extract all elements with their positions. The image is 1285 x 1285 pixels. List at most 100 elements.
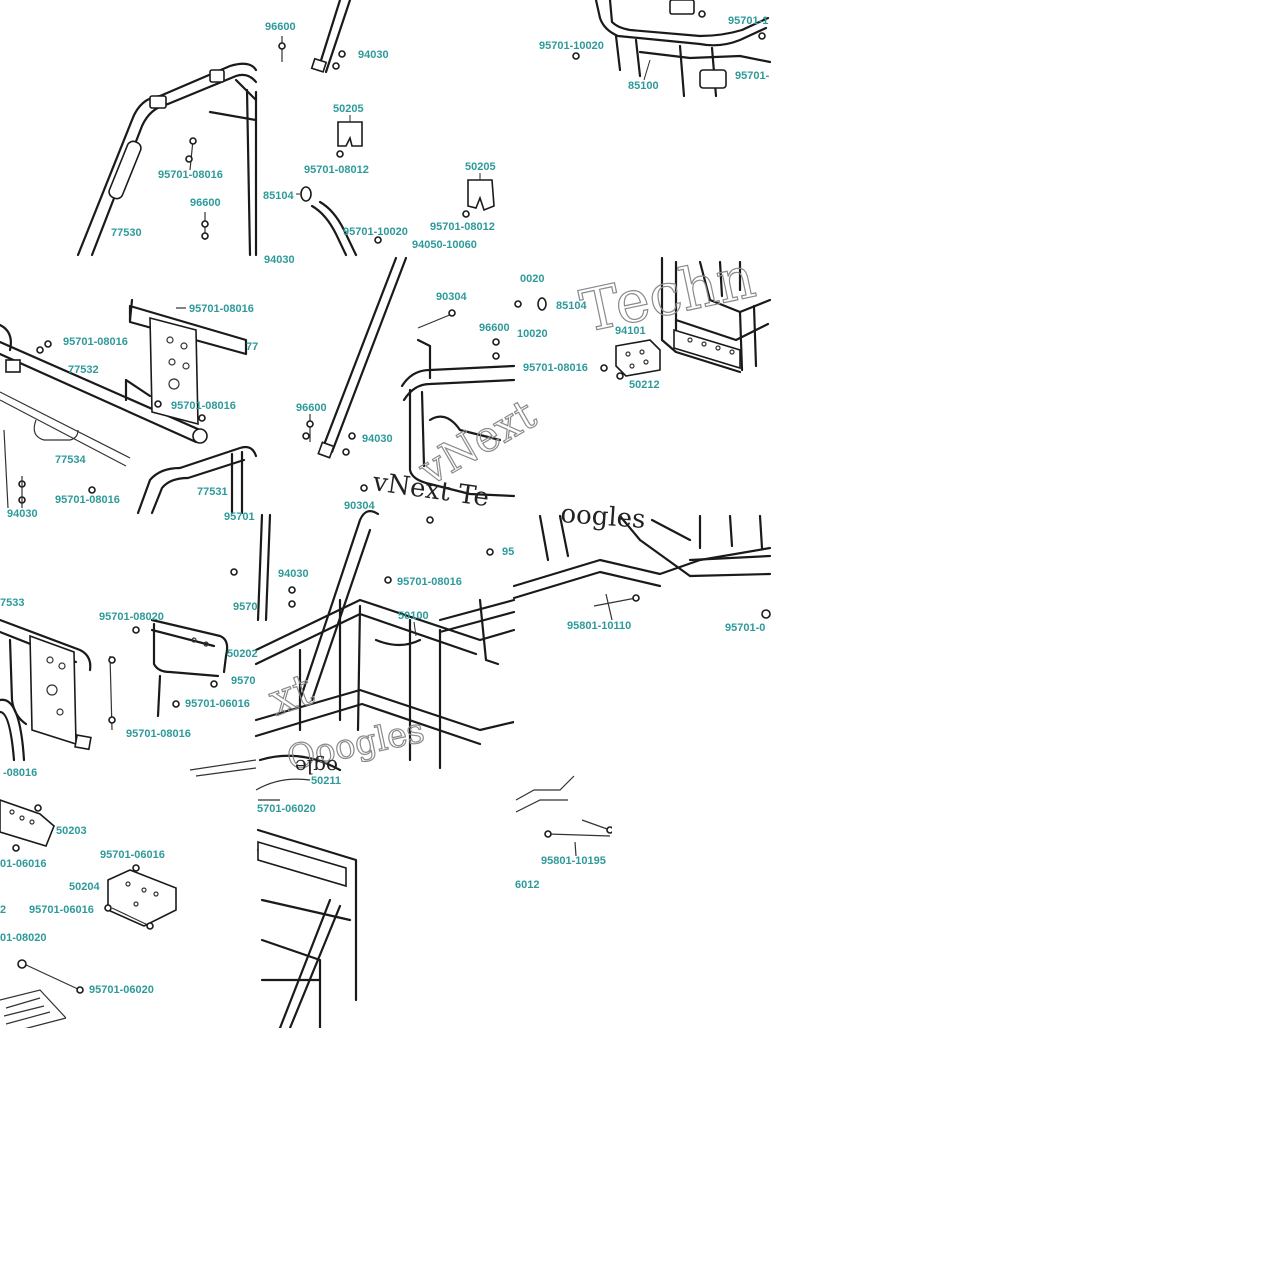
rear-grab-handle-77534 bbox=[0, 391, 131, 467]
side-step-77533 bbox=[0, 618, 92, 762]
part-number-label: 5701-06020 bbox=[257, 803, 316, 815]
part-number-label: 95701-08012 bbox=[304, 164, 369, 176]
side-frame-77531 bbox=[136, 445, 258, 515]
part-number-label: 77532 bbox=[68, 364, 99, 376]
part-number-label: 7533 bbox=[0, 597, 24, 609]
part-number-label: 77534 bbox=[55, 454, 86, 466]
part-number-label: 94030 bbox=[7, 508, 38, 520]
part-number-label: 9570 bbox=[231, 675, 255, 687]
blank-region-tile bbox=[514, 896, 612, 1028]
part-number-label: 95701-10020 bbox=[343, 226, 408, 238]
part-number-label: 96600 bbox=[190, 197, 221, 209]
part-number-label: 96600 bbox=[296, 402, 327, 414]
frame-rear-lower bbox=[255, 778, 358, 1030]
part-number-label: 96600 bbox=[479, 322, 510, 334]
plate-50204 bbox=[104, 864, 177, 930]
part-number-label: 95701-0 bbox=[725, 622, 765, 634]
part-number-label: 95701-08016 bbox=[55, 494, 120, 506]
part-number-label: 94030 bbox=[278, 568, 309, 580]
part-number-label: 94030 bbox=[264, 254, 295, 266]
part-number-label: 85104 bbox=[556, 300, 587, 312]
part-number-label: 50205 bbox=[333, 103, 364, 115]
blank-region-tile bbox=[66, 1004, 256, 1028]
rear-support-tube-long bbox=[302, 256, 456, 492]
main-frame-rear-section bbox=[400, 338, 516, 498]
part-number-label: 96600 bbox=[265, 21, 296, 33]
part-number-label: 95701-08020 bbox=[99, 611, 164, 623]
skid-block-50212 bbox=[514, 297, 661, 380]
part-number-label: 95701-06016 bbox=[29, 904, 94, 916]
bolt-set-row1 bbox=[185, 137, 209, 240]
part-number-label: 95701-08016 bbox=[63, 336, 128, 348]
part-number-label: 50205 bbox=[465, 161, 496, 173]
part-number-labels: 96600 94030 95701-1 95701-10020 85100 95701- 5… bbox=[0, 15, 770, 996]
part-number-label: 95701 bbox=[224, 511, 255, 523]
part-number-label: 95701-06016 bbox=[100, 849, 165, 861]
part-number-label: 95701-08016 bbox=[523, 362, 588, 374]
roll-cage-front-bar bbox=[76, 62, 258, 257]
part-number-label: 77 bbox=[246, 341, 258, 353]
part-number-label: 95701- bbox=[735, 70, 770, 82]
part-number-label: 90304 bbox=[436, 291, 467, 303]
bracket-50205-a bbox=[336, 115, 363, 158]
part-number-label: 95801-10110 bbox=[567, 620, 631, 632]
part-number-label: 50212 bbox=[629, 379, 660, 391]
part-number-label: 95701-10020 bbox=[539, 40, 604, 52]
part-number-label: 94030 bbox=[358, 49, 389, 61]
part-number-label: 6012 bbox=[515, 879, 539, 891]
part-number-label: 10020 bbox=[517, 328, 548, 340]
part-number-label: 01-06016 bbox=[0, 858, 47, 870]
part-number-label: 85100 bbox=[628, 80, 659, 92]
bolt-set-row2 bbox=[3, 307, 206, 509]
part-number-label: 50203 bbox=[56, 825, 87, 837]
watermark-text: oogles bbox=[560, 499, 647, 535]
frame-front-lower bbox=[512, 514, 772, 621]
bracket-50205-b bbox=[462, 173, 495, 218]
part-number-label: 85104 bbox=[263, 190, 294, 202]
part-number-label: 50211 bbox=[311, 775, 341, 787]
main-frame-50100 bbox=[254, 510, 516, 772]
bolt-set-row3 bbox=[108, 516, 494, 731]
cross-bar-rear-top bbox=[208, 78, 258, 257]
watermark-text: xt bbox=[262, 664, 320, 727]
part-number-label: 77531 bbox=[197, 486, 228, 498]
part-number-label: 50202 bbox=[227, 648, 258, 660]
part-number-label: 95701-08012 bbox=[430, 221, 495, 233]
watermark-text: Techn bbox=[575, 243, 761, 346]
part-number-label: 94030 bbox=[362, 433, 393, 445]
blank-region-tile bbox=[514, 642, 771, 772]
part-number-label: 94101 bbox=[615, 325, 646, 337]
front-frame-section bbox=[660, 256, 772, 374]
part-number-label: 95701-08016 bbox=[189, 303, 254, 315]
part-number-label: 95701-08016 bbox=[158, 169, 223, 181]
front-bumper-85100 bbox=[572, 0, 772, 98]
part-number-label: 94050-10060 bbox=[412, 239, 477, 251]
part-number-label: 0020 bbox=[520, 273, 544, 285]
blank-region-right bbox=[771, 0, 1285, 1285]
part-number-label: 95701-08016 bbox=[397, 576, 462, 588]
part-number-label: 77530 bbox=[111, 227, 142, 239]
bracket-plate-row2 bbox=[124, 298, 248, 426]
part-number-label: 95701-1 bbox=[728, 15, 768, 27]
blank-region-bottom bbox=[0, 1028, 771, 1285]
blank-region-tile bbox=[612, 772, 771, 1028]
part-number-label: 95701-08016 bbox=[171, 400, 236, 412]
part-number-label: 01-08020 bbox=[0, 932, 47, 944]
watermark-text: ogle bbox=[295, 755, 338, 779]
long-bolt-95701-06020 bbox=[17, 959, 84, 994]
part-number-label: 2 bbox=[0, 904, 6, 916]
part-number-label: 9570 bbox=[233, 601, 257, 613]
part-number-label: 50100 bbox=[398, 610, 429, 622]
rear-support-tube-top bbox=[278, 0, 352, 74]
part-number-label: -08016 bbox=[3, 767, 37, 779]
tube-85104-bend bbox=[296, 186, 382, 257]
tile-spacer bbox=[176, 772, 257, 872]
part-number-label: 95 bbox=[502, 546, 514, 558]
plate-50203 bbox=[0, 799, 55, 852]
pins-95801 bbox=[515, 775, 614, 857]
part-number-label: 95701-06016 bbox=[185, 698, 250, 710]
part-number-label: 95701-08016 bbox=[126, 728, 191, 740]
part-number-label: 50204 bbox=[69, 881, 100, 893]
